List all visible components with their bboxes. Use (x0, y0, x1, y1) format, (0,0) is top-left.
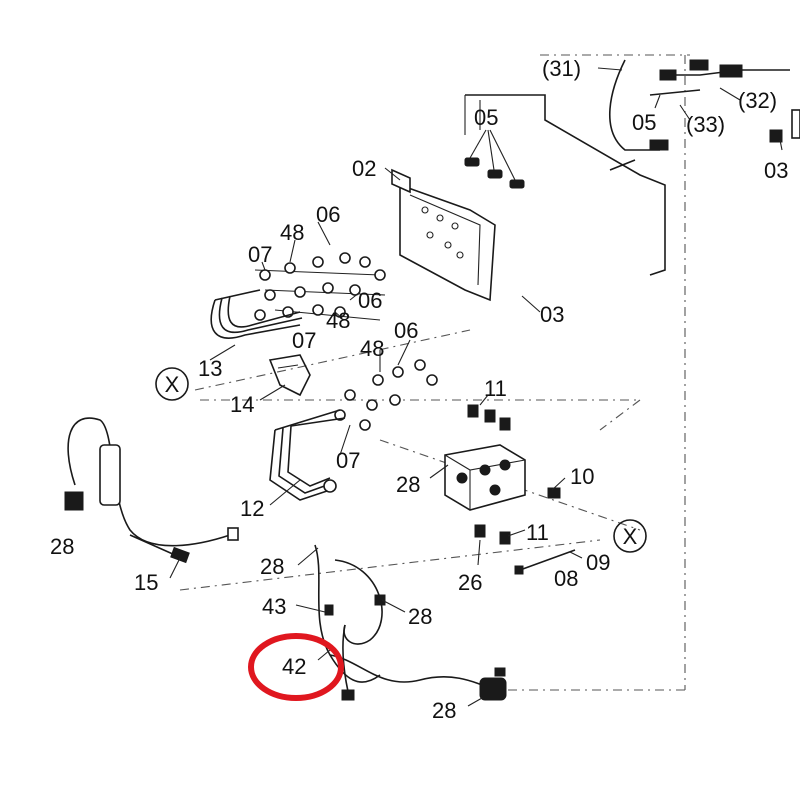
callout-33: (33) (686, 112, 725, 137)
clamp-14 (268, 354, 311, 397)
callout-06: 06 (358, 288, 382, 313)
bolt-08 (514, 549, 576, 575)
callout-28: 28 (408, 604, 432, 629)
callout-02: 02 (352, 156, 376, 181)
callout-10: 10 (570, 464, 594, 489)
callout-03: 03 (540, 302, 564, 327)
callout-15: 15 (134, 570, 158, 595)
fitting-rows (254, 252, 438, 431)
lower-harness (314, 544, 507, 701)
callout-05: 05 (632, 110, 656, 135)
callout-09: 09 (586, 550, 610, 575)
connector-marker-b: X (613, 519, 647, 553)
callout-28: 28 (50, 534, 74, 559)
callout-26: 26 (458, 570, 482, 595)
callout-31: (31) (542, 56, 581, 81)
callout-48: 48 (280, 220, 304, 245)
callout-28: 28 (432, 698, 456, 723)
callout-28: 28 (396, 472, 420, 497)
callout-11: 11 (526, 520, 549, 545)
callout-12: 12 (240, 496, 264, 521)
connector-label: X (165, 372, 180, 397)
callout-32: (32) (738, 88, 777, 113)
callout-07: 07 (292, 328, 316, 353)
callout-labels: (31) (32) (33) 05 05 03 02 06 48 07 06 4… (50, 56, 788, 723)
callout-05: 05 (474, 105, 498, 130)
upper-harness (608, 59, 800, 151)
callout-06: 06 (316, 202, 340, 227)
connector-marker-a: X (155, 367, 189, 401)
callout-48: 48 (326, 308, 350, 333)
mounting-plate (391, 168, 496, 302)
callout-07: 07 (248, 242, 272, 267)
connector-cluster-05 (464, 129, 525, 189)
callout-07: 07 (336, 448, 360, 473)
leader-lines (169, 67, 783, 707)
callout-08: 08 (554, 566, 578, 591)
support-bracket (464, 94, 666, 276)
highlight-circle (248, 633, 344, 701)
pipe-assembly-13 (210, 289, 303, 339)
callout-43: 43 (262, 594, 286, 619)
panel-outline (179, 54, 690, 691)
left-harness (64, 417, 239, 564)
callout-11: 11 (484, 376, 507, 401)
connector-label: X (623, 524, 638, 549)
valve-block (444, 404, 561, 545)
callout-03: 03 (764, 158, 788, 183)
callout-06: 06 (394, 318, 418, 343)
callout-28: 28 (260, 554, 284, 579)
callout-14: 14 (230, 392, 254, 417)
pipe-assembly-12 (269, 409, 346, 501)
callout-48: 48 (360, 336, 384, 361)
callout-42: 42 (282, 654, 306, 679)
callout-13: 13 (198, 356, 222, 381)
